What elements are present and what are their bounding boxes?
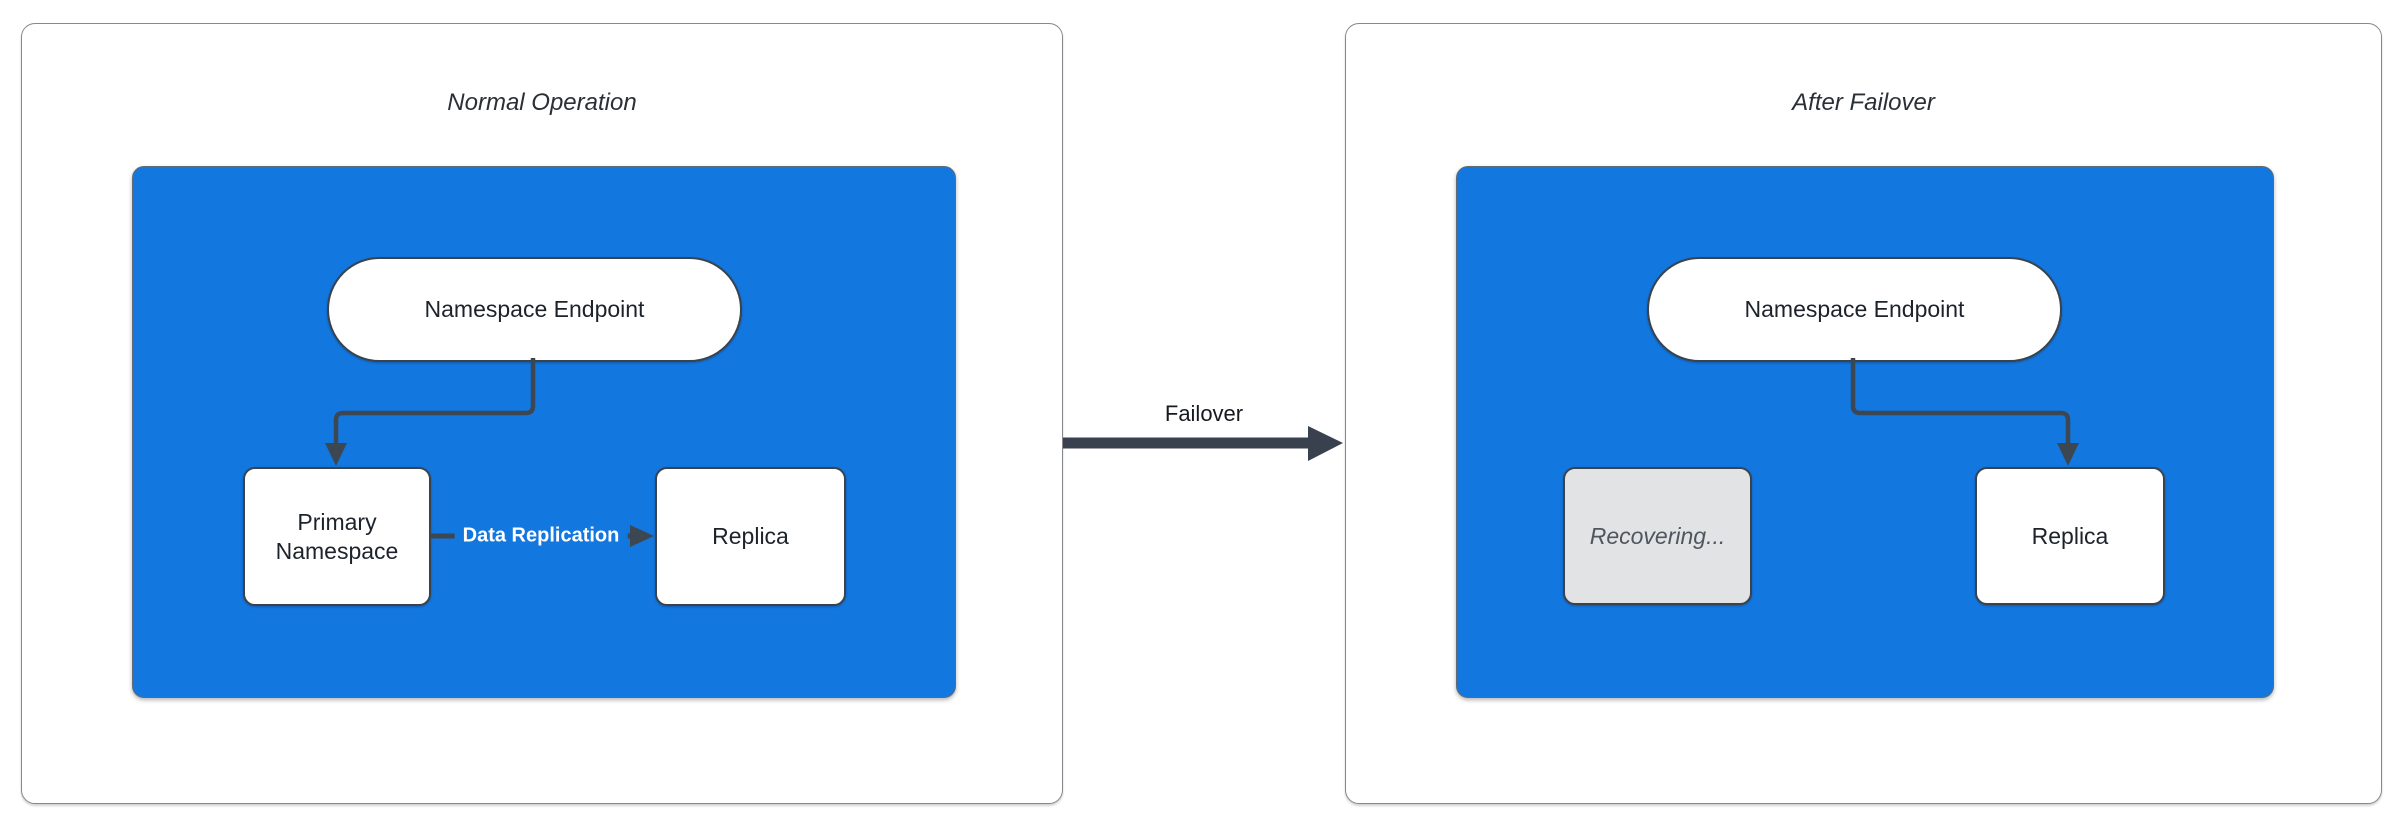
- cluster-namespace-right: Namespace Endpoint Recovering... Replica: [1456, 166, 2274, 698]
- edge-label-data-replication: Data Replication: [454, 520, 628, 552]
- cluster-namespace-left: Namespace Endpoint Primary Namespace Rep…: [132, 166, 956, 698]
- node-label: Namespace Endpoint: [1744, 296, 1965, 323]
- node-label: Replica: [712, 523, 789, 550]
- panel-normal-operation: Normal Operation Namespace Endpoint Prim…: [21, 23, 1063, 804]
- node-recovering: Recovering...: [1563, 467, 1752, 605]
- node-label: Namespace Endpoint: [424, 296, 645, 323]
- panel-after-failover: After Failover Namespace Endpoint Recove…: [1345, 23, 2382, 804]
- arrowhead-failover: [1308, 426, 1343, 461]
- node-namespace-endpoint: Namespace Endpoint: [327, 257, 742, 362]
- panel-title-normal-operation: Normal Operation: [447, 89, 637, 116]
- node-namespace-endpoint: Namespace Endpoint: [1647, 257, 2062, 362]
- transition-label-failover: Failover: [1164, 401, 1244, 426]
- node-replica-left: Replica: [655, 467, 846, 606]
- panel-title-after-failover: After Failover: [1792, 89, 1935, 116]
- node-label: Replica: [2031, 522, 2109, 549]
- node-primary-namespace: Primary Namespace: [243, 467, 431, 606]
- node-label: Primary Namespace: [275, 508, 399, 564]
- node-label: Recovering...: [1589, 522, 1726, 549]
- node-replica-right: Replica: [1975, 467, 2165, 605]
